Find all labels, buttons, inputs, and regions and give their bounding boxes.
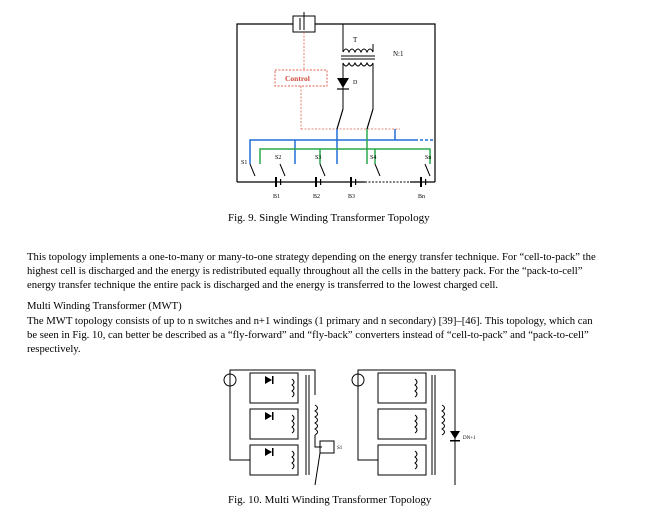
transformer-icon	[341, 24, 375, 109]
left-diodes	[265, 376, 274, 456]
mosfet-switch-icon	[292, 12, 316, 33]
switch-label: S1	[337, 446, 343, 451]
section-heading: Multi Winding Transformer (MWT)	[27, 300, 182, 312]
single-winding-transformer-svg: T N:1 D Control	[236, 12, 436, 200]
figure-9-caption: Fig. 9. Single Winding Transformer Topol…	[228, 212, 430, 224]
cell-label: B2	[313, 194, 320, 200]
right-diode-icon	[450, 431, 460, 442]
right-circuit	[351, 369, 456, 485]
switch-label: S3	[315, 155, 321, 161]
figure-10-caption: Fig. 10. Multi Winding Transformer Topol…	[228, 494, 432, 506]
cell-label: B1	[273, 194, 280, 200]
diode-label: DN+1	[463, 436, 476, 441]
multi-winding-transformer-svg: S1 DN+1	[223, 369, 476, 486]
ratio-label: N:1	[393, 50, 404, 58]
cell-label: B3	[348, 194, 355, 200]
figure-9-diagram: T N:1 D Control	[225, 4, 460, 209]
paragraph-line: be seen in Fig. 10, can better be descri…	[27, 329, 589, 341]
control-box	[274, 69, 328, 87]
paragraph-line: This topology implements a one-to-many o…	[27, 251, 596, 263]
paragraph-line: energy transfer technique the entire pac…	[27, 279, 499, 291]
diode-icon	[337, 78, 349, 90]
paragraph-line: respectively.	[27, 343, 81, 355]
switch-label: S4	[370, 155, 376, 161]
figure-10-diagram: S1 DN+1	[210, 365, 480, 490]
left-circuit	[223, 369, 335, 486]
paragraph-line: highest cell is discharged and the energ…	[27, 265, 583, 277]
switch-label: Sn	[425, 155, 431, 161]
switch-label: S1	[241, 160, 247, 166]
battery-cells	[275, 177, 427, 187]
cell-label: Bn	[418, 194, 425, 200]
control-label: Control	[285, 74, 310, 83]
paragraph-line: The MWT topology consists of up to n swi…	[27, 315, 593, 327]
transformer-label: T	[353, 36, 358, 44]
diode-label: D	[353, 80, 358, 86]
switch-label: S2	[275, 155, 281, 161]
